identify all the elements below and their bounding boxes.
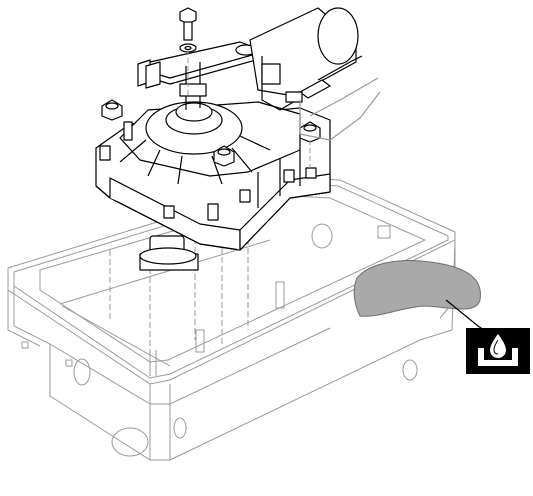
bolt-nut	[213, 145, 235, 167]
water-drain-icon	[466, 328, 530, 374]
drive-lever	[137, 41, 257, 110]
top-screw	[179, 7, 197, 53]
electric-motor-cylinder	[249, 7, 381, 141]
bolt-nut	[101, 99, 123, 121]
drainage-zone	[353, 260, 485, 331]
gear-motor-unit	[95, 99, 331, 271]
assembly-guides	[187, 50, 311, 168]
